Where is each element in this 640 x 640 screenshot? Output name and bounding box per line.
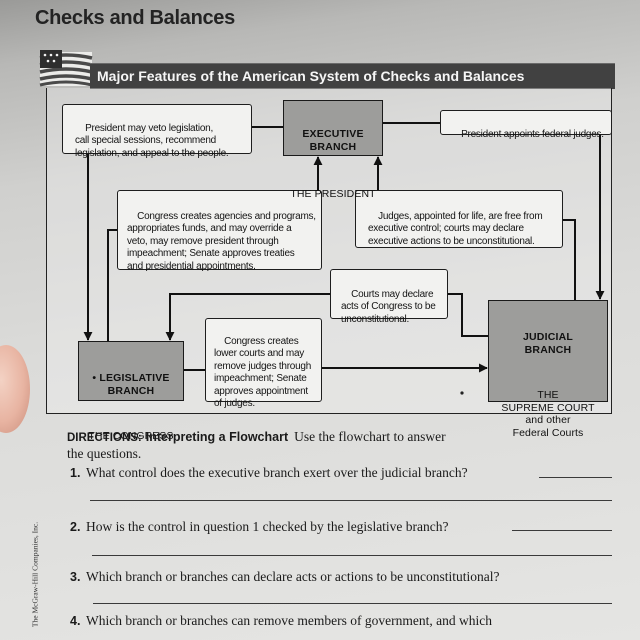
flowchart-banner: Major Features of the American System of… [90,63,615,89]
branch-heading: JUDICIAL BRANCH [522,331,574,356]
check-text: Congress creates agencies and programs, … [127,210,316,272]
stray-dot [460,391,464,395]
directions-label: DIRECTIONS: [67,432,142,444]
check-text: Congress creates lower courts and may re… [214,335,312,410]
answer-line [92,555,612,556]
question-number: 4. [70,614,81,628]
check-courts-declare: Courts may declare acts of Congress to b… [330,269,448,325]
flag-star [46,59,50,63]
flag-stripe [39,67,93,74]
page-title: Checks and Balances [35,7,235,29]
question-number: 1. [70,466,81,480]
flag-star [49,53,53,57]
flag-star [55,53,59,57]
check-congress-agencies: Congress creates agencies and programs, … [117,190,322,272]
question-text: Which branch or branches can declare act… [86,569,500,584]
check-text: President may veto legislation, call spe… [75,122,229,159]
question-text: Which branch or branches can remove memb… [86,613,492,628]
question-2: 2. How is the control in question 1 check… [70,518,449,536]
flowchart-title: Major Features of the American System of… [97,68,525,84]
question-text: How is the control in question 1 checked… [86,519,449,534]
check-text: Courts may declare acts of Congress to b… [341,288,436,325]
question-text: What control does the executive branch e… [86,465,468,480]
flag-stripe [39,80,93,87]
answer-blank [512,530,612,531]
question-number: 2. [70,520,81,534]
check-text: Judges, appointed for life, are free fro… [368,210,543,247]
connector-judicial-to-courts [448,293,488,337]
check-judges-independent: Judges, appointed for life, are free fro… [355,190,563,248]
connector-judicial-to-judges [563,219,576,300]
branch-subtitle: THE SUPREME COURT and other Federal Cour… [501,389,595,439]
directions-text: Use the flowchart to answer the question… [67,429,446,461]
arrow-courts-to-legislative [165,293,330,341]
check-text: President appoints federal judges. [461,128,604,140]
branch-subtitle: THE PRESIDENT [290,188,376,200]
check-congress-courts: Congress creates lower courts and may re… [205,318,322,409]
question-number: 3. [70,570,81,584]
flag-stripe [39,74,93,81]
check-president-veto: President may veto legislation, call spe… [62,104,252,159]
flag-star [43,53,47,57]
answer-line [90,500,612,501]
executive-branch-box: EXECUTIVE BRANCH THE PRESIDENT [283,100,383,200]
check-president-appoints: President appoints federal judges. [440,110,612,140]
directions-heading: Interpreting a Flowchart [145,430,289,444]
flag-star [52,59,56,63]
connector-legislative-to-agencies [107,229,117,341]
branch-subtitle: THE CONGRESS [88,430,174,442]
question-4: 4. Which branch or branches can remove me… [70,612,492,630]
branch-heading: EXECUTIVE BRANCH [302,128,364,153]
branch-heading: • LEGISLATIVE BRANCH [92,372,170,397]
judicial-branch-box: JUDICIAL BRANCH THE SUPREME COURT and ot… [488,300,608,439]
copyright-credit: The McGraw-Hill Companies, Inc. [30,521,40,628]
legislative-branch-box: • LEGISLATIVE BRANCH THE CONGRESS [78,341,184,442]
answer-blank [539,477,612,478]
question-3: 3. Which branch or branches can declare a… [70,568,499,586]
flag-icon [39,50,93,87]
answer-line [93,603,612,604]
question-1: 1. What control does the executive branch… [70,464,468,482]
